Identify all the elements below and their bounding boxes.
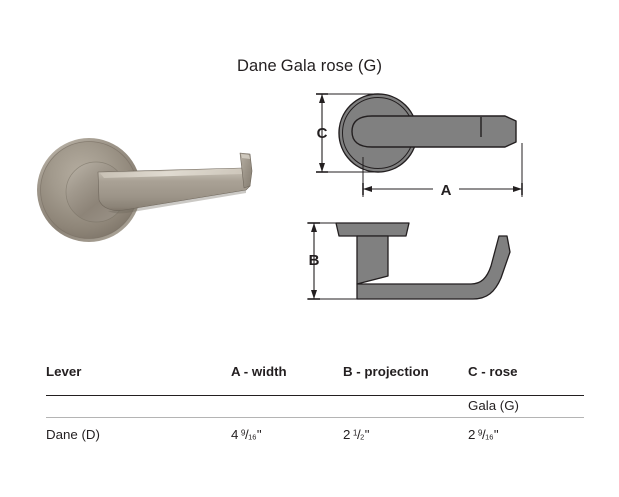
b-tick-bottom [308,298,320,300]
variant-a-width [231,395,343,418]
header-a-width: A - width [231,364,287,379]
b-projection-whole: 2 [343,427,351,442]
photo-lever-tip-highlight [241,154,250,159]
side-lever-arm [356,235,511,300]
specifications-table: Lever A - width B - projection C - rose … [46,364,584,442]
photo-lever-highlight [100,169,248,178]
b-projection-numerator: 1 [352,428,358,438]
a-width-fraction: 9/16 [240,427,257,442]
b-arrow-top [311,223,317,232]
header-b-projection: B - projection [343,364,429,379]
a-width-whole: 4 [231,427,239,442]
variant-lever [46,395,231,418]
variant-b-projection [343,395,468,418]
a-arrow-right [513,186,522,192]
c-rose-unit: " [493,427,499,442]
c-rose-whole: 2 [468,427,476,442]
b-tick-top [308,222,320,224]
dimension-label-a: A [441,182,452,199]
c-rose-fraction: 9/16 [477,427,494,442]
a-width-denominator: 16 [248,432,257,442]
photo-lever-tip [239,152,253,189]
a-tick-left [362,183,364,195]
header-c-rose: C - rose [468,364,518,379]
variant-c-rose: Gala (G) [468,395,584,418]
b-projection-fraction: 1/2 [352,427,365,442]
c-rose-denominator: 16 [485,432,494,442]
side-lever-stem [356,235,389,285]
table-row-variant: Gala (G) [46,395,584,418]
c-arrow-top [319,94,325,103]
drawing-front-view: C A [300,85,545,207]
side-rose-plate [335,222,410,237]
b-projection-unit: " [364,427,370,442]
b-arrow-bottom [311,290,317,299]
photo-lever-undershadow [108,190,246,214]
c-tick-top [316,93,328,95]
table-header-row: Lever A - width B - projection C - rose [46,364,584,396]
c-arrow-bottom [319,163,325,172]
a-width-numerator: 9 [240,428,246,438]
b-projection-denominator: 2 [360,432,365,442]
page-title-rose: Gala rose (G) [280,57,383,75]
a-arrow-left [363,186,372,192]
c-rose-numerator: 9 [477,428,483,438]
page-title-model: Dane [236,57,277,75]
header-lever: Lever [46,364,82,379]
a-width-unit: " [256,427,262,442]
drawing-side-view: B [295,214,545,322]
dimension-label-b: B [309,252,320,269]
dimension-label-c: C [317,125,328,142]
front-lever-body [351,115,517,148]
c-tick-bottom [316,171,328,173]
cell-lever-name: Dane (D) [46,427,100,442]
product-photo [28,128,294,252]
a-tick-right [521,183,523,195]
